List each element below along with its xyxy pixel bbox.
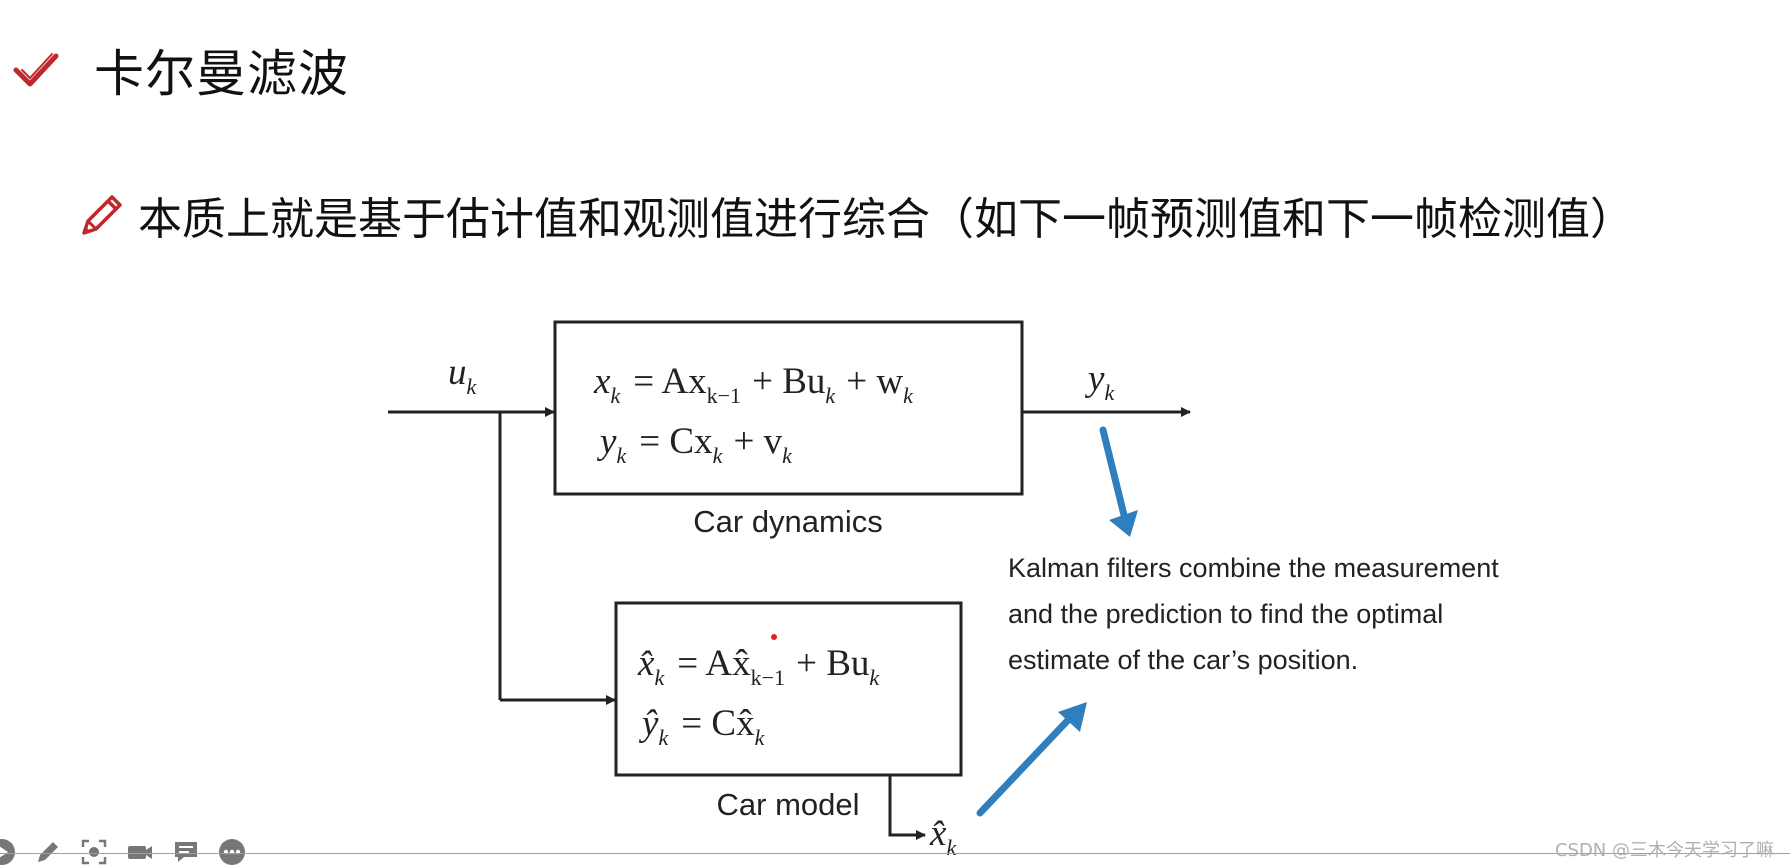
model-equation-2: ŷk = Cx̂k [638, 703, 766, 750]
check-icon [13, 53, 59, 87]
note-line-2: and the prediction to find the optimal [1008, 599, 1443, 629]
comment-icon[interactable] [172, 838, 200, 866]
subtitle-row: 本质上就是基于估计值和观测值进行综合（如下一帧预测值和下一帧检测值） [78, 185, 1634, 245]
play-icon[interactable] [0, 838, 16, 866]
slide-subtitle: 本质上就是基于估计值和观测值进行综合（如下一帧预测值和下一帧检测值） [138, 194, 1634, 245]
model-caption: Car model [717, 787, 860, 822]
note-line-3: estimate of the car’s position. [1008, 645, 1358, 675]
model-box [614, 601, 963, 777]
dynamics-equation-1: xk = Axk−1 + Buk + wk [593, 361, 914, 408]
input-label: uk [448, 352, 478, 399]
screenshot-icon[interactable] [80, 838, 108, 866]
dynamics-caption: Car dynamics [693, 504, 883, 539]
watermark: CSDN @三木今天学习了嘛 [1554, 840, 1774, 861]
dynamics-equation-2: yk = Cxk + vk [596, 421, 793, 468]
model-equation-1: x̂k = Ax̂k−1 + Buk [637, 643, 880, 690]
note-line-1: Kalman filters combine the measurement [1008, 553, 1499, 583]
output-label: yk [1084, 358, 1115, 405]
camera-icon[interactable] [126, 838, 154, 866]
more-icon[interactable] [218, 838, 246, 866]
estimate-label: x̂k [929, 813, 957, 860]
title-row: 卡尔曼滤波 [12, 40, 349, 103]
presentation-toolbar [0, 838, 246, 866]
pen-icon[interactable] [34, 838, 62, 866]
pencil-icon [82, 195, 122, 235]
prediction-arrow [976, 702, 1087, 817]
measurement-arrow [1099, 426, 1138, 537]
slide-title: 卡尔曼滤波 [94, 45, 349, 103]
estimate-line [888, 775, 926, 840]
pointer-dot [771, 634, 777, 640]
bottom-rule [0, 853, 1790, 854]
dynamics-box [553, 320, 1024, 496]
